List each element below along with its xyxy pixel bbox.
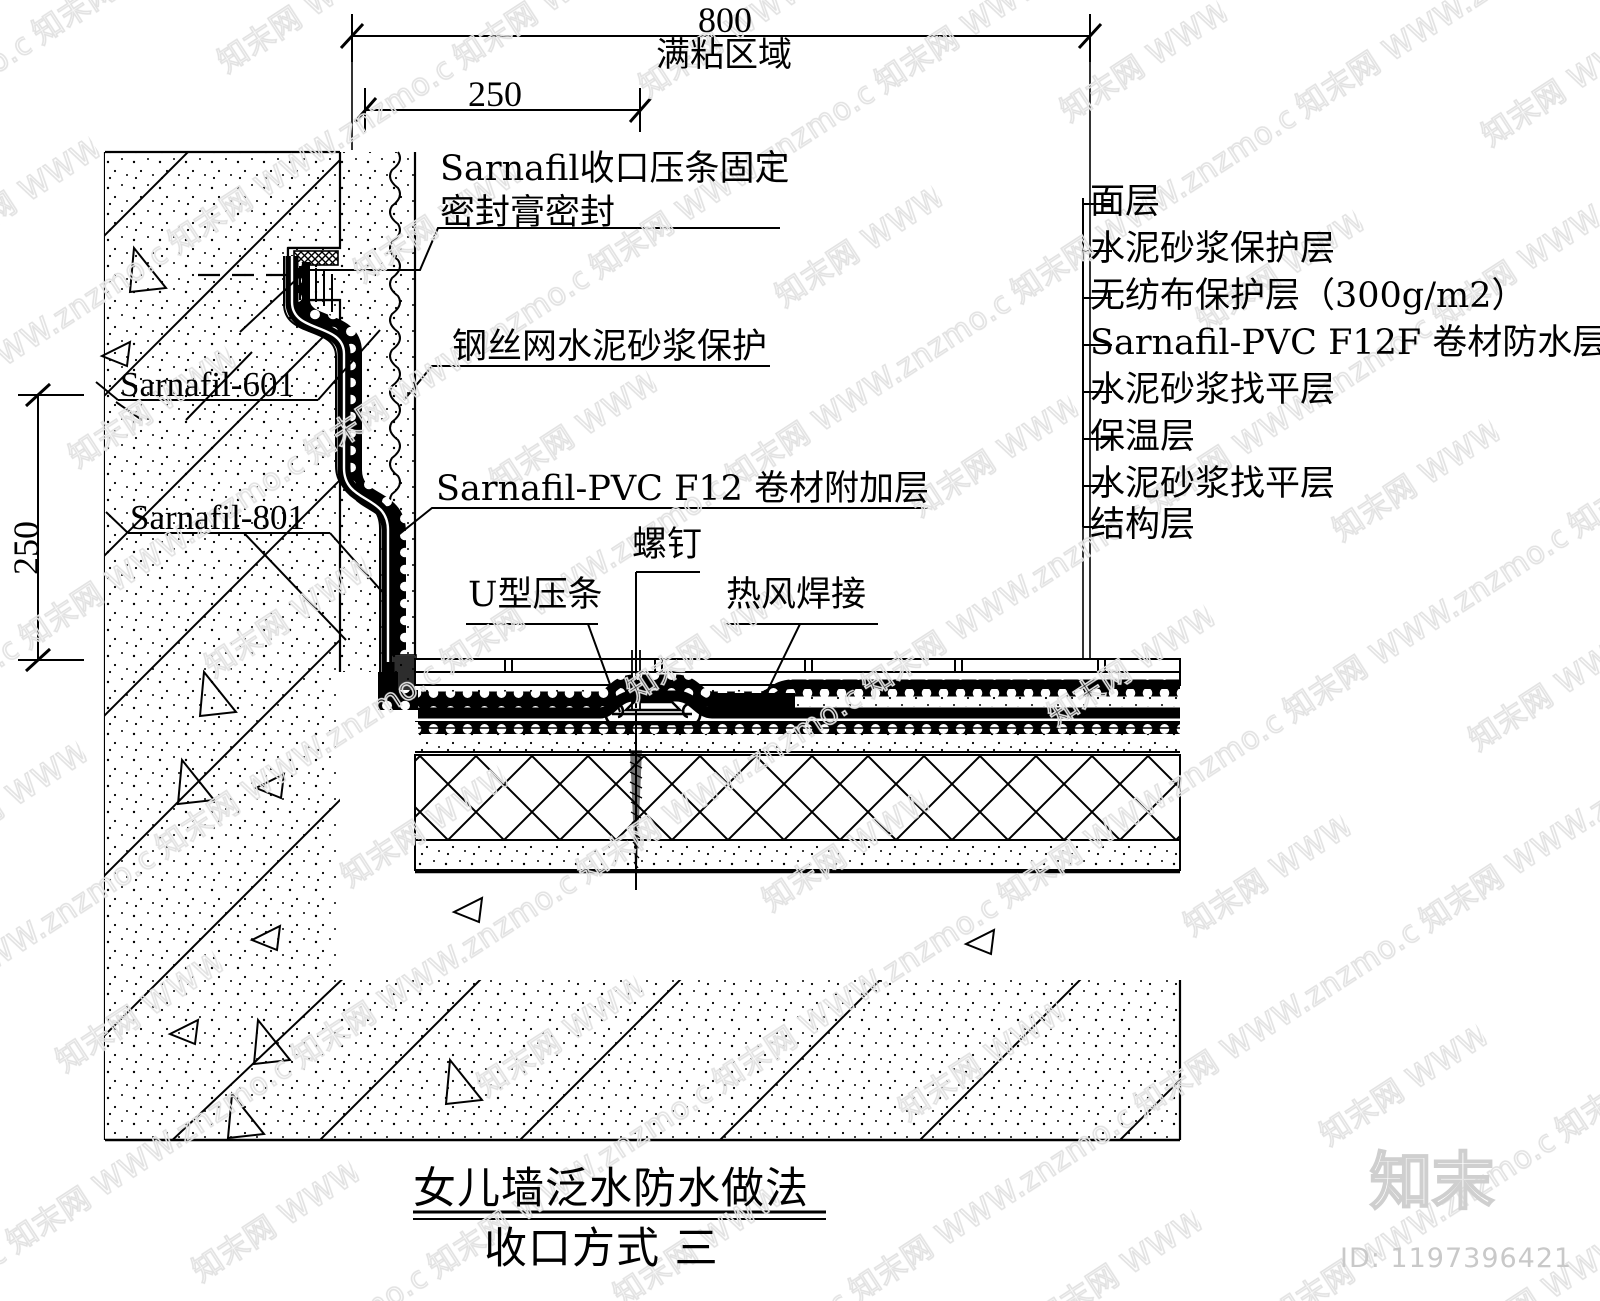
legend-item-8: 结构层 <box>1090 505 1196 545</box>
legend-item-4: Sarnafil-PVC F12F 卷材防水层 <box>1090 323 1600 363</box>
label-sarnafil-601: Sarnafil-601 <box>120 365 295 404</box>
legend-item-5: 水泥砂浆找平层 <box>1090 370 1336 410</box>
page-title: 女儿墙泛水防水做法 <box>413 1164 809 1214</box>
page-subtitle: 收口方式 三 <box>484 1224 719 1274</box>
legend-item-3: 无纺布保护层（300g/m2） <box>1090 276 1527 316</box>
label-hot-air-weld: 热风焊接 <box>726 575 867 615</box>
dimension-parapet-height: 250 <box>6 521 46 575</box>
label-sealant: 密封膏密封 <box>440 193 616 233</box>
legend-item-7: 水泥砂浆找平层 <box>1090 464 1336 504</box>
label-sarnafil-801: Sarnafil-801 <box>130 498 305 537</box>
legend-item-6: 保温层 <box>1090 417 1196 457</box>
dimension-upper-width: 250 <box>468 74 522 114</box>
legend-item-2: 水泥砂浆保护层 <box>1090 229 1336 269</box>
label-u-press-bar: U型压条 <box>468 575 603 615</box>
dimension-overall-width: 800 <box>698 0 752 40</box>
watermark-id: ID: 1197396421 <box>1340 1243 1573 1274</box>
label-mesh-mortar-protection: 钢丝网水泥砂浆保护 <box>452 327 768 367</box>
legend-item-1: 面层 <box>1090 182 1161 222</box>
label-screw: 螺钉 <box>632 525 703 565</box>
dimension-overall-note: 满粘区域 <box>656 35 792 75</box>
label-membrane-extra-layer: Sarnafil-PVC F12 卷材附加层 <box>436 469 930 509</box>
label-termination-bar: Sarnafil收口压条固定 <box>440 149 790 189</box>
